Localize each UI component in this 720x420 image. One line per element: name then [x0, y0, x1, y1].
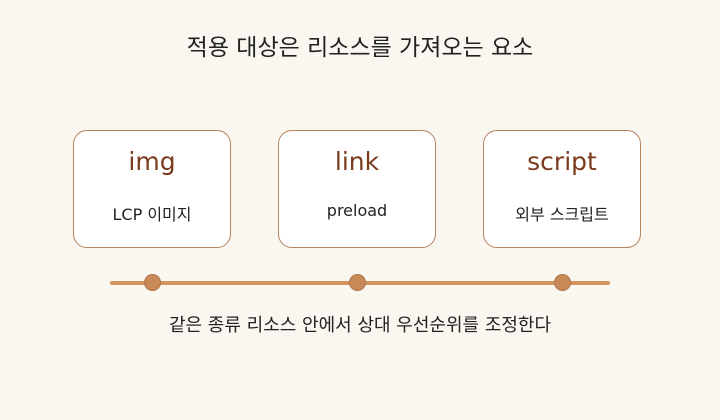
caption: 같은 종류 리소스 안에서 상대 우선순위를 조정한다 — [168, 315, 552, 336]
timeline-dot-img — [144, 274, 161, 291]
card-img: img LCP 이미지 — [73, 130, 231, 248]
card-link: link preload — [278, 130, 436, 248]
card-description: LCP 이미지 — [112, 205, 192, 224]
card-script: script 외부 스크립트 — [483, 130, 641, 248]
card-description: 외부 스크립트 — [515, 205, 609, 224]
card-tag: img — [128, 147, 176, 176]
card-description: preload — [326, 201, 388, 220]
timeline-dot-link — [349, 274, 366, 291]
diagram-title: 적용 대상은 리소스를 가져오는 요소 — [186, 35, 534, 61]
card-tag: link — [334, 147, 380, 176]
timeline-dot-script — [554, 274, 571, 291]
card-tag: script — [527, 147, 597, 176]
